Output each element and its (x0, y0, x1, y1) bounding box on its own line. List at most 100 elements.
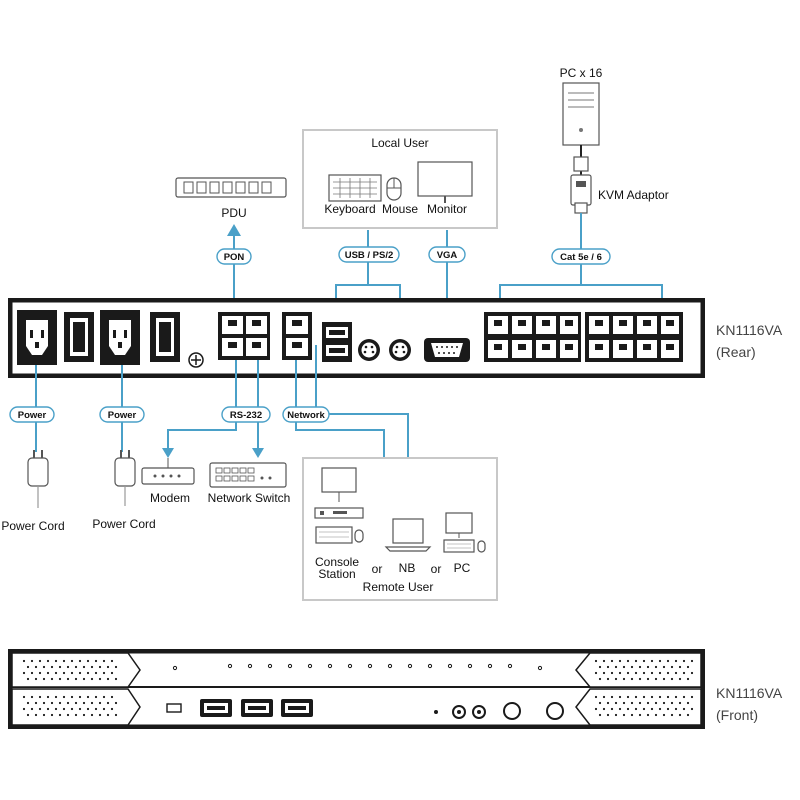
modem-icon (141, 458, 195, 485)
vent-hole (654, 677, 658, 681)
front-led-icon (434, 710, 438, 714)
ps2-port-1-icon (358, 339, 380, 361)
vent-hole (638, 677, 642, 681)
vent-hole (610, 707, 614, 711)
vent-hole (70, 671, 74, 675)
vent-hole (106, 677, 110, 681)
svg-text:Cat 5e / 6: Cat 5e / 6 (560, 252, 602, 263)
notebook-icon (384, 518, 432, 552)
vent-hole (22, 707, 26, 711)
vent-hole (670, 701, 674, 705)
vent-hole (662, 713, 666, 717)
vent-hole (598, 677, 602, 681)
vent-hole (22, 659, 26, 663)
vent-hole (58, 701, 62, 705)
vent-hole (598, 701, 602, 705)
vent-hole (26, 677, 30, 681)
vent-hole (42, 701, 46, 705)
vent-hole (38, 707, 42, 711)
nb-label: NB (399, 561, 416, 575)
vent-hole (614, 665, 618, 669)
vent-hole (102, 707, 106, 711)
vent-hole (26, 665, 30, 669)
vent-hole (614, 701, 618, 705)
network-switch-label: Network Switch (208, 491, 291, 505)
svg-text:RS-232: RS-232 (230, 410, 262, 421)
vent-hole (90, 713, 94, 717)
front-button-1-icon (503, 702, 521, 720)
front-usb-ports-icon (200, 699, 313, 717)
ps2-port-2-icon (389, 339, 411, 361)
monitor-label: Monitor (427, 202, 467, 216)
vent-hole (646, 713, 650, 717)
mouse-icon (386, 177, 402, 201)
power-inlet-1-icon (17, 310, 57, 365)
vent-hole (602, 659, 606, 663)
vent-hole (22, 695, 26, 699)
vent-hole (674, 695, 678, 699)
vent-hole (74, 701, 78, 705)
remote-pc-label: PC (454, 561, 471, 575)
vent-hole (646, 677, 650, 681)
vent-hole (58, 665, 62, 669)
tag-rs232: RS-232 (221, 406, 271, 423)
vent-hole (30, 695, 34, 699)
vent-hole (634, 671, 638, 675)
vent-hole (686, 677, 690, 681)
console-station-icon (314, 467, 364, 544)
vent-hole (78, 707, 82, 711)
ground-screw-icon (188, 352, 204, 368)
vent-hole (682, 659, 686, 663)
vent-hole (62, 695, 66, 699)
vent-hole (658, 695, 662, 699)
tag-pon: PON (216, 248, 252, 265)
vent-hole (50, 677, 54, 681)
vent-hole (610, 659, 614, 663)
vent-hole (634, 707, 638, 711)
vent-hole (30, 659, 34, 663)
vent-hole (674, 659, 678, 663)
vent-hole (62, 707, 66, 711)
vent-hole (654, 665, 658, 669)
svg-text:Power: Power (108, 410, 137, 421)
vent-hole (686, 701, 690, 705)
vent-hole (686, 665, 690, 669)
vent-hole (102, 659, 106, 663)
kvm-ports-icon (484, 312, 683, 362)
vent-hole (74, 665, 78, 669)
vent-hole (602, 695, 606, 699)
vent-hole (86, 695, 90, 699)
vent-hole (46, 659, 50, 663)
power-cord-2-icon (114, 450, 136, 506)
vent-hole (74, 677, 78, 681)
vent-hole (62, 671, 66, 675)
vent-hole (94, 695, 98, 699)
vent-hole (610, 695, 614, 699)
vent-hole (630, 713, 634, 717)
vent-hole (114, 677, 118, 681)
vent-hole (634, 695, 638, 699)
mouse-label: Mouse (382, 202, 418, 216)
vent-hole (622, 701, 626, 705)
vent-hole (86, 659, 90, 663)
vga-port-icon (424, 338, 470, 362)
vent-hole (50, 701, 54, 705)
svg-text:Power: Power (18, 410, 47, 421)
vent-hole (678, 665, 682, 669)
vent-hole (98, 665, 102, 669)
vent-hole (638, 665, 642, 669)
vent-hole (90, 665, 94, 669)
vent-hole (110, 695, 114, 699)
vent-hole (630, 677, 634, 681)
vent-hole (34, 701, 38, 705)
vent-hole (94, 707, 98, 711)
vent-hole (642, 659, 646, 663)
vent-hole (646, 701, 650, 705)
vent-hole (82, 713, 86, 717)
vent-hole (658, 671, 662, 675)
vent-hole (642, 671, 646, 675)
front-mini-usb-icon (166, 703, 182, 713)
svg-text:Network: Network (287, 410, 325, 421)
vent-hole (650, 659, 654, 663)
